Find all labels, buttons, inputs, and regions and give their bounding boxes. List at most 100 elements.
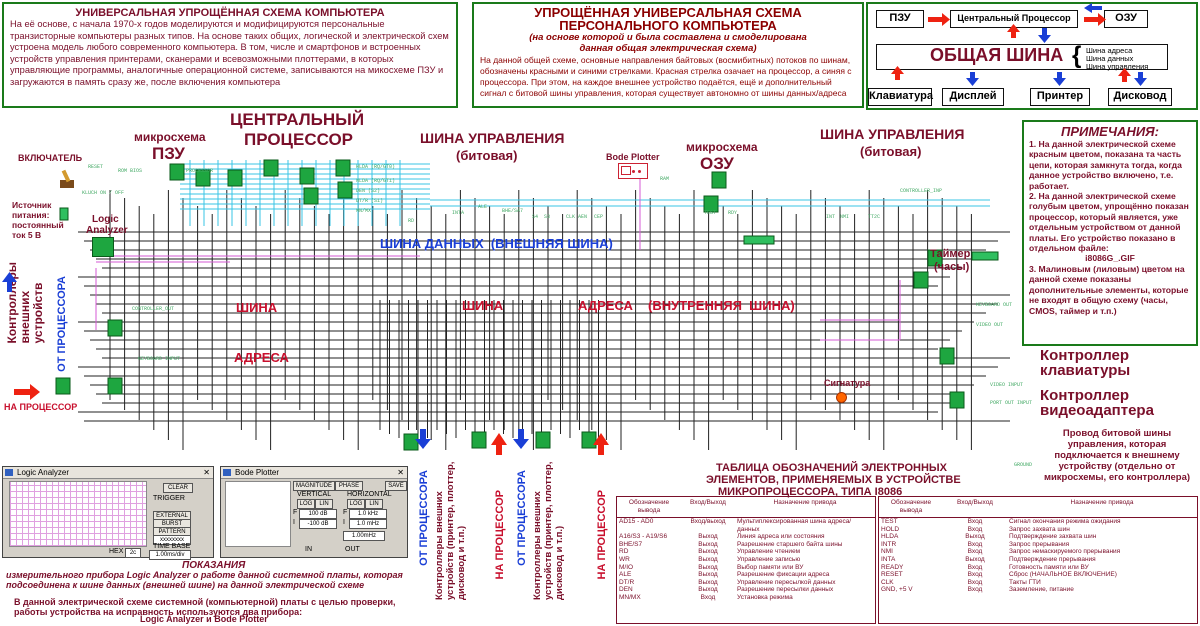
power-switch-icon[interactable] [58,169,76,188]
arrows-left [2,272,40,400]
device-drive: Дисковод [1108,88,1172,106]
desc-cell: Подтверждение захвата шин [1009,533,1097,541]
timer-label-2: (часы) [934,261,970,273]
note-filename: i8086G_.GIF [1085,253,1135,264]
logic-analyzer-icon[interactable] [92,237,114,257]
io-cell: Вход/выход [690,518,726,525]
ic-chip [927,249,943,267]
signal-label: NMI [840,214,850,220]
desc-cell: Запрос немаскируемого прерывания [1009,548,1121,556]
pin-cell: M/IO [619,563,634,571]
io-cell: Выход [698,548,718,556]
bode-plotter-titlebar[interactable]: Bode Plotter ✕ [221,467,407,479]
horizontal-label: HORIZONTAL [347,491,392,498]
in-label: IN [305,546,312,553]
bus-type-address: Шина адреса [1086,46,1133,55]
signal-label: CONTROLLER_INP [900,188,943,194]
pin-cell: INTR [881,540,897,548]
timer-label-1: Таймер [930,248,971,260]
component-block [971,251,999,261]
ic-chip [227,169,243,187]
ic-chip [107,319,123,337]
internal-bus-label: (ВНУТРЕННЯЯ ШИНА) [648,298,795,313]
ic-chip [581,431,597,449]
bus-type-control: Шина управления [1086,62,1149,71]
signal-label: PORT OUT INPUT [990,400,1033,406]
clear-button[interactable]: CLEAR [163,483,193,493]
desc-cell: Такты ГТИ [1009,578,1041,586]
address-bus-label-2b: АДРЕСА [578,298,633,313]
close-icon[interactable]: ✕ [397,468,404,477]
logic-analyzer-label-2: Analyzer [86,225,128,236]
vertical-lin-button[interactable]: LIN [315,499,333,509]
blue-arrow-icon [966,72,979,86]
hex-label: HEX [109,548,124,555]
horizontal-initial-field[interactable]: 1.0 mHz [349,519,387,529]
magnitude-button[interactable]: MAGNITUDE [293,481,335,491]
horizontal-lin-button[interactable]: LIN [365,499,383,509]
signal-label: CLK [566,214,576,220]
bode-plotter-window[interactable]: Bode Plotter ✕ MAGNITUDE PHASE SAVE VERT… [220,466,408,558]
signal-label: INTA [452,210,465,216]
desc-cell: Запрос прерывания [1009,540,1070,548]
bode-plotter-icon[interactable] [618,163,648,179]
device-keyboard: Клавиатура [868,88,933,106]
vertical-final-field[interactable]: 100 dB [299,509,337,519]
to-cpu-left: НА ПРОЦЕССОР [4,402,78,412]
horizontal-final-field[interactable]: 1.0 kHz [349,509,387,519]
common-bus-block [876,44,1168,70]
close-icon[interactable]: ✕ [203,468,210,477]
hex-value: 2c [125,548,141,558]
data-bus-label: ШИНА ДАННЫХ (ВНЕШНЯЯ ШИНА) [380,236,613,251]
blue-arrow-icon [1134,72,1147,86]
signal-label: HLDA (RQ/GT0) [356,164,396,170]
io-cell: Выход [965,533,985,541]
wire-note: Провод битовой шины управления, которая … [1043,428,1191,483]
device-printer: Принтер [1030,88,1090,106]
desc-cell: Разрешение пересылки данных [737,586,834,594]
vertical-log-button[interactable]: LOG [297,499,315,509]
pin-cell: CLK [881,578,894,586]
pattern-value[interactable]: xxxxxxxx [153,535,191,545]
component-block [743,235,775,245]
horizontal-log-button[interactable]: LOG [347,499,365,509]
control-bus-right-1: ШИНА УПРАВЛЕНИЯ [820,126,965,142]
signature-lamp-icon [836,392,847,403]
cpu-heading-1: ЦЕНТРАЛЬНЫЙ [230,110,365,129]
logic-analyzer-titlebar[interactable]: Logic Analyzer ✕ [3,467,213,479]
signal-label: TT2C [868,214,881,220]
from-cpu-bottom-1: ОТ ПРОЦЕССОРА [418,470,430,566]
red-arrow-icon [928,13,950,26]
vertical-initial-field[interactable]: -100 dB [299,519,337,529]
signal-label: VIDEO INPUT [990,382,1024,388]
pin-cell: HLDA [881,533,899,541]
out-label: OUT [345,546,360,553]
arrows-bottom [415,429,609,455]
red-arrow-icon [14,384,40,400]
signal-label: DT/R (S1) [356,198,384,204]
signal-label: KEYBOARD INPUT [138,356,181,362]
ic-chip [913,271,929,289]
caption-text-3: Logic Analyzer и Bode Plotter [140,614,268,624]
desc-cell: Управление пересылкой данных [737,578,836,586]
save-button[interactable]: SAVE [385,481,407,491]
io-cell: Выход [698,563,718,571]
pin-cell: A16/S3 - A19/S6 [619,533,668,541]
phase-button[interactable]: PHASE [335,481,363,491]
signal-label: AEN [578,214,588,220]
chips [55,159,999,451]
pin-cell: NMI [881,548,893,556]
notes-box: ПРИМЕЧАНИЯ: 1. На данной электрической с… [1022,120,1198,346]
logic-analyzer-window[interactable]: Logic Analyzer ✕ CLEAR TRIGGER EXTERNAL … [2,466,214,560]
note-3: 3. Малиновым (лиловым) цветом на данной … [1029,263,1189,316]
signal-label: S4 [532,214,539,220]
pin-cell: INTA [881,555,896,563]
pc-subtitle-1: (на основе которой и была составлена и с… [529,32,807,43]
time-base-value[interactable]: 1.00ms/div [149,550,191,560]
io-cell: Выход [698,578,718,586]
